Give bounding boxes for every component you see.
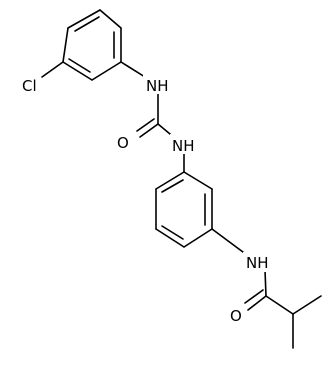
bond-c-cl [41,61,64,78]
ring-chlorophenyl [62,9,122,81]
atom-label-nh-amide: NH [246,254,269,272]
ring-phenylene [155,171,213,248]
atom-label-cl: Cl [22,77,37,95]
atom-label-nh-urea-left: NH [146,77,169,95]
bond-ring-nh-amide [211,228,248,256]
bond-ring-nh-left [120,61,146,78]
urea-group [136,92,177,140]
isobutyramide-group [244,269,322,349]
atom-label-o-urea: O [117,134,129,152]
atom-label-o-amide: O [230,307,242,325]
atom-label-nh-urea-right: NH [172,137,195,155]
